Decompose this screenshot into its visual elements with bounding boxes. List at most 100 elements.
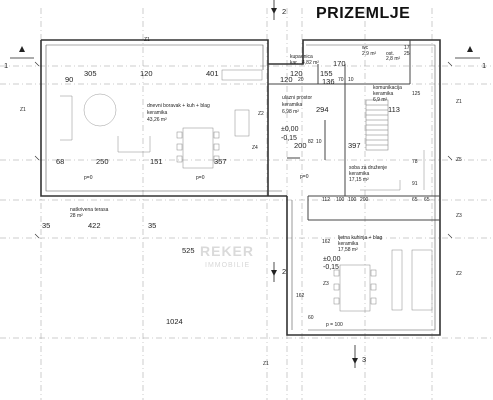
dimension-label: 82: [308, 139, 314, 145]
dimension-label: 10: [348, 77, 354, 83]
room-communication-area: 6,9 m²: [373, 97, 388, 103]
door-note: p = 100: [326, 322, 343, 328]
dimension-ticks: [34, 61, 453, 239]
section-lines: [10, 0, 480, 368]
dimension-label: 25: [404, 51, 410, 57]
room-terrace-name: natkrivena terasa: [70, 207, 109, 213]
dimension-label: 200: [294, 141, 307, 150]
room-social-name: soba za druženje: [349, 165, 388, 171]
kitchen-counter: [221, 69, 263, 137]
axis-label: Z1: [20, 107, 26, 113]
dimension-label: 90: [65, 75, 74, 84]
section-mark-3-bottom: 3: [362, 355, 367, 364]
dimension-label: 155: [320, 69, 333, 78]
dimension-label: 136: [322, 77, 335, 86]
dimension-label: 20: [298, 77, 304, 83]
room-wc-name: wc: [362, 45, 369, 51]
room-entry-area: 6,98 m²: [282, 109, 299, 115]
dimension-label: 78: [412, 159, 418, 165]
dimension-label: 35: [148, 221, 157, 230]
axis-label: Z2: [258, 111, 264, 117]
dimension-label: 65: [412, 197, 418, 203]
dimension-label: 162: [322, 239, 331, 245]
axis-label: Z2: [456, 271, 462, 277]
dimension-label: 170: [333, 59, 346, 68]
round-table: [83, 93, 117, 127]
dimension-label: 70: [338, 77, 344, 83]
level-entry-b: -0,15: [281, 135, 297, 142]
room-wc-area: 2,9 m²: [362, 51, 377, 57]
dimension-label: 250: [96, 157, 109, 166]
dimension-label: 60: [308, 315, 314, 321]
room-storage-name: ost.: [386, 51, 395, 57]
summer-kitchen-furniture: [333, 249, 433, 312]
room-entry-finish: keramika: [282, 102, 303, 108]
room-terrace-area: 28 m²: [70, 213, 83, 219]
dimension-label: 397: [348, 141, 361, 150]
door-note: p=0: [300, 174, 309, 180]
dimension-label: 100: [336, 197, 345, 203]
room-summer-kitchen-name: ljetna kuhinja + blag: [338, 235, 383, 241]
social-room-sofa: [360, 150, 425, 191]
axis-label: Z4: [252, 145, 258, 151]
room-living-name: dnevni boravak + kuh + blag: [147, 103, 210, 109]
partitions: [267, 40, 440, 221]
dining-set: [176, 127, 220, 169]
watermark-subtext: IMMOBILIE: [205, 262, 251, 269]
level-entry-a: ±0,00: [281, 126, 299, 133]
section-mark-1-right: 1: [482, 61, 487, 70]
dimension-label: 294: [316, 105, 329, 114]
section-mark-2-bottom: 2: [282, 267, 287, 276]
door-note: p=0: [84, 175, 93, 181]
dimension-label: 525: [182, 246, 195, 255]
axis-label: Z1: [263, 361, 269, 367]
section-mark-2-top: 2: [282, 7, 287, 16]
staircase: [365, 99, 389, 151]
dimension-label: 35: [42, 221, 51, 230]
dimension-label: 10: [316, 139, 322, 145]
section-mark-1-left: 1: [4, 61, 9, 70]
room-pantry-finish: kar.: [290, 60, 299, 66]
dimension-label: 120: [290, 69, 303, 78]
dimension-label: 357: [214, 157, 227, 166]
watermark-text: REKER: [200, 243, 255, 259]
axis-label: Z3: [456, 213, 462, 219]
dimension-label: 68: [56, 157, 65, 166]
room-living-area: 43,26 m²: [147, 117, 167, 123]
level-kitchen-a: ±0,00: [323, 256, 341, 263]
dimension-label: 200: [360, 197, 369, 203]
axis-grid: [0, 8, 493, 400]
plan-title: PRIZEMLJE: [316, 5, 411, 22]
room-pantry-name: kupaonica: [290, 54, 313, 60]
sofa: [60, 95, 151, 153]
room-summer-kitchen-area: 17,58 m²: [338, 247, 358, 253]
dimension-label: 17: [404, 45, 410, 51]
door-note: p=0: [196, 175, 205, 181]
room-communication-name: komunikacija: [373, 85, 402, 91]
dimension-label: 65: [424, 197, 430, 203]
walls: [40, 39, 441, 336]
dimension-label: 112: [322, 197, 330, 203]
axis-label: Z1: [456, 99, 462, 105]
axis-label: Z3: [323, 281, 329, 287]
room-communication-finish: keramika: [373, 91, 394, 97]
dimension-label: 1024: [166, 317, 183, 326]
dimension-label: 422: [88, 221, 101, 230]
dimension-label: 305: [84, 69, 97, 78]
section-markers: [19, 8, 473, 364]
room-pantry-area: 4,82 m²: [302, 60, 319, 66]
wall-inner: [45, 44, 436, 331]
room-summer-kitchen-finish: keramika: [338, 241, 359, 247]
dimension-label: 120: [280, 75, 293, 84]
room-storage-area: 2,8 m²: [386, 56, 401, 62]
room-living-finish: keramika: [147, 110, 168, 116]
dimension-label: 100: [348, 197, 357, 203]
room-entry-name: ulazni prostor: [282, 95, 313, 101]
dimension-label: 113: [388, 105, 400, 114]
dimension-label: 162: [296, 293, 305, 299]
dimension-label: 401: [206, 69, 219, 78]
axis-label: Z5: [456, 157, 462, 163]
room-social-finish: keramika: [349, 171, 370, 177]
